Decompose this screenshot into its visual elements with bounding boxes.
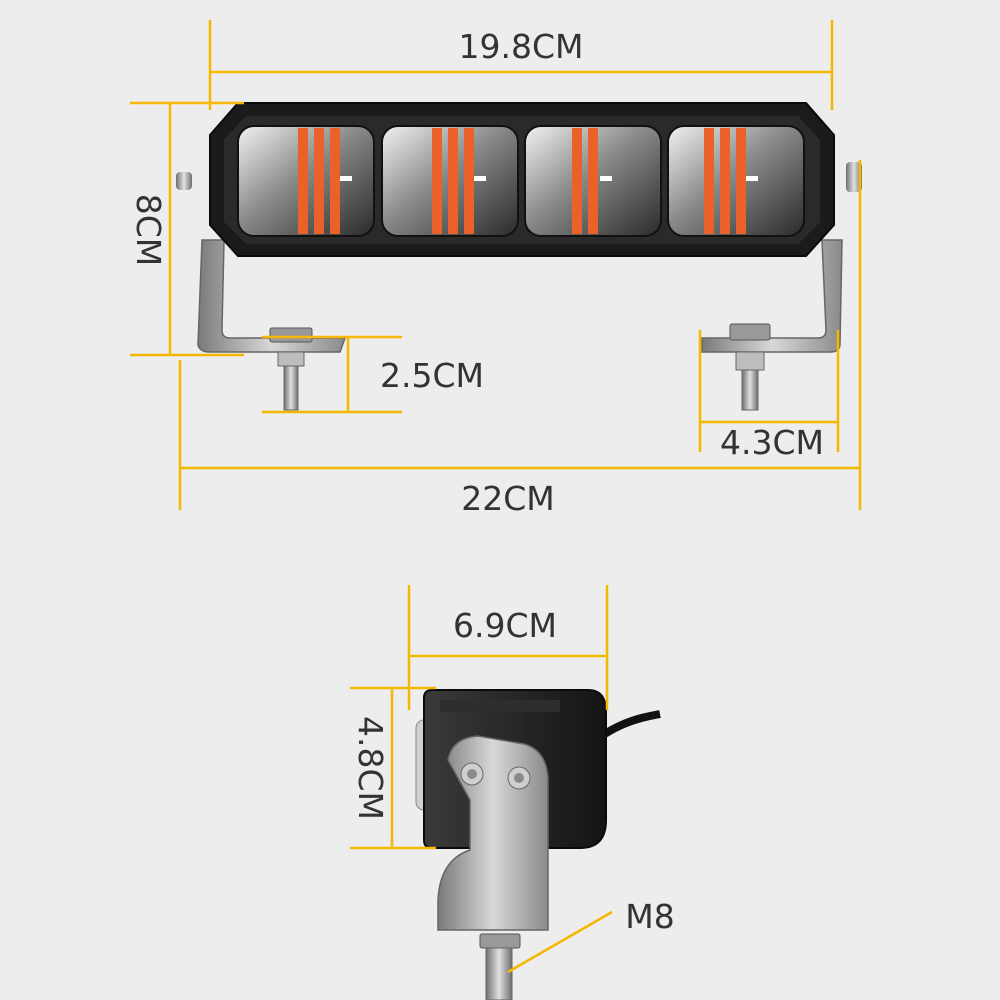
bottom-dimension-lines xyxy=(350,585,613,974)
side-mount-bolt xyxy=(479,933,521,1000)
side-height-label: 4.8CM xyxy=(351,716,390,820)
left-mount-bolt xyxy=(269,327,313,411)
bolt-size-label: M8 xyxy=(625,897,674,936)
lens-3 xyxy=(524,125,662,237)
total-length-label: 22CM xyxy=(461,479,555,518)
lens-2 xyxy=(381,125,519,237)
light-bar-side-view xyxy=(415,689,661,1000)
bar-height-label: 8CM xyxy=(129,194,168,267)
lens-1 xyxy=(237,125,375,237)
top-dimension-lines xyxy=(130,20,862,510)
side-depth-label: 6.9CM xyxy=(453,606,557,645)
right-bracket xyxy=(701,162,862,353)
light-bar-front-view xyxy=(176,102,862,411)
right-mount-bolt xyxy=(729,323,771,411)
bar-length-label: 19.8CM xyxy=(459,27,584,66)
bolt-length-label: 2.5CM xyxy=(380,356,484,395)
bracket-width-label: 4.3CM xyxy=(720,423,824,462)
lens-4 xyxy=(667,125,805,237)
